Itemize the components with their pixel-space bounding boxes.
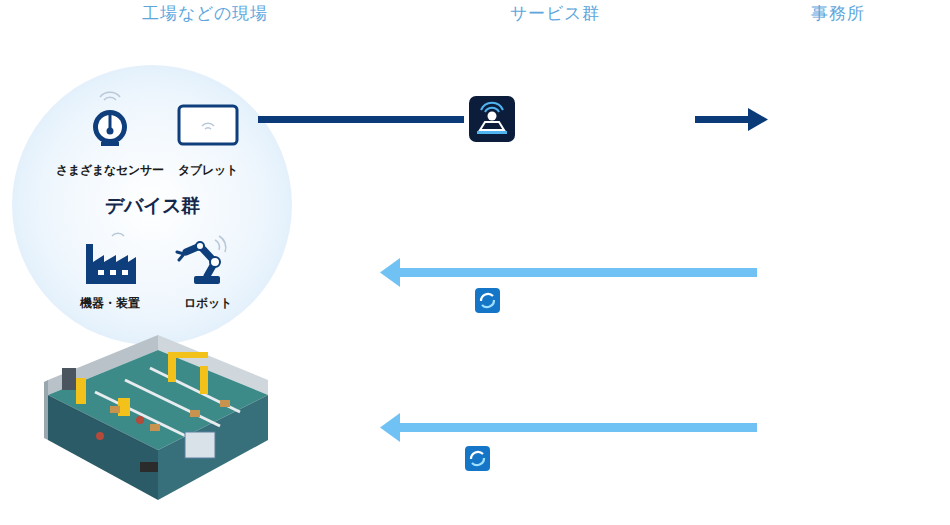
- device-group-circle: デバイス群: [12, 65, 292, 345]
- column-header: サービス群: [510, 2, 600, 25]
- group-title: デバイス群: [12, 193, 292, 219]
- sync-icon: [465, 446, 490, 471]
- factory-illustration: [44, 335, 268, 500]
- column-header: 工場などの現場: [142, 2, 268, 25]
- return-arrow: [380, 413, 757, 442]
- device-label: タブレット: [178, 162, 238, 179]
- return-arrow: [380, 258, 757, 287]
- service-icon: [469, 96, 515, 142]
- column-header: 事務所: [811, 2, 865, 25]
- device-label: さまざまなセンサー: [56, 162, 164, 179]
- device-label: 機器・装置: [80, 295, 140, 312]
- device-icons: [86, 92, 237, 284]
- device-label: ロボット: [184, 295, 232, 312]
- sync-icon: [475, 288, 500, 313]
